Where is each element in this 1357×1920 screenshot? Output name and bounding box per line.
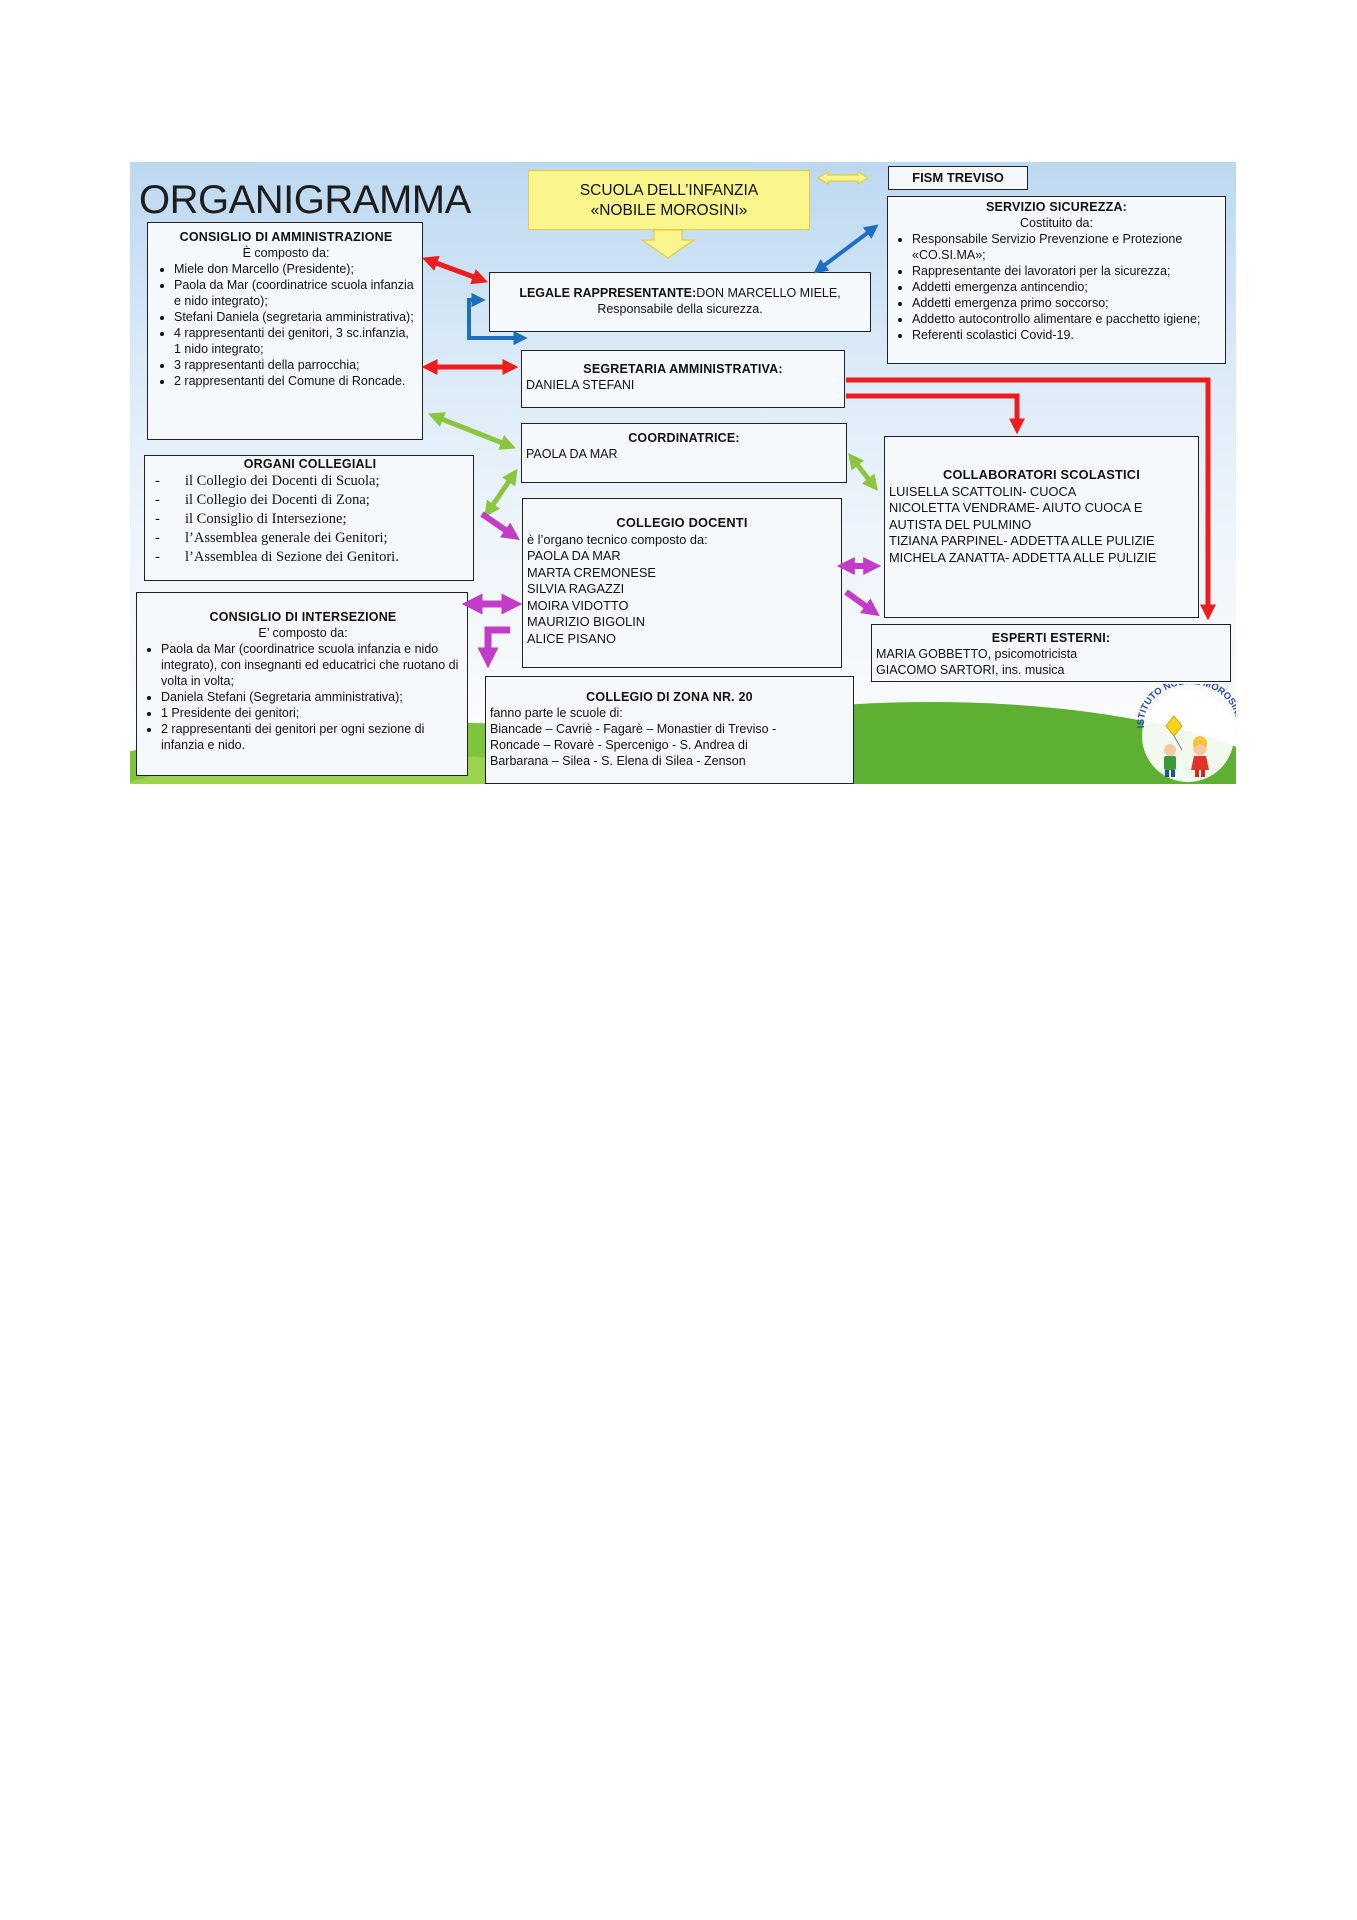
collaboratori-line: LUISELLA SCATTOLIN- CUOCA [889,483,1077,499]
list-item: il Collegio dei Docenti di Zona; [155,491,469,510]
list-item: il Collegio dei Docenti di Scuola; [155,472,469,491]
servizio-sicurezza-box: SERVIZIO SICUREZZA: Costituito da: Respo… [887,196,1226,364]
connector-arrows [421,170,1217,669]
esperti-title: ESPERTI ESTERNI: [991,631,1111,645]
list-item: il Consiglio di Intersezione; [155,510,469,529]
arrow-cda-legale [421,255,489,285]
collegio-zona-box: COLLEGIO DI ZONA NR. 20 fanno parte le s… [485,676,854,784]
legale-label: LEGALE RAPPRESENTANTE: [519,286,697,300]
coordinatrice-name: PAOLA DA MAR [526,447,618,461]
segretaria-name: DANIELA STEFANI [526,378,635,392]
collegio-docenti-member: MAURIZIO BIGOLIN [527,614,646,629]
collegio-docenti-member: MARTA CREMONESE [527,564,656,580]
list-item: Paola da Mar (coordinatrice scuola infan… [174,277,416,309]
collaboratori-line: MICHELA ZANATTA- ADDETTA ALLE PULIZIE [889,549,1157,565]
arrow-legale-sicurezza [813,224,879,274]
list-item: Daniela Stefani (Segretaria amministrati… [161,689,463,705]
collegio-docenti-member: ALICE PISANO [527,630,616,646]
organi-collegiali-title: ORGANI COLLEGIALI [243,457,377,471]
collaboratori-scolastici-box: COLLABORATORI SCOLASTICI LUISELLA SCATTO… [884,436,1199,618]
organigram-canvas: ORGANIGRAMMA SCUOLA DELL’INFANZIA «NOBIL… [130,162,1236,784]
collaboratori-line: AUTISTA DEL PULMINO [889,516,1032,532]
arrow-organi-coordinatrice [484,468,518,518]
consiglio-intersezione-box: CONSIGLIO DI INTERSEZIONE E’ composto da… [136,592,468,776]
organi-collegiali-box: ORGANI COLLEGIALI il Collegio dei Docent… [144,455,474,581]
list-item: Responsabile Servizio Prevenzione e Prot… [912,231,1219,263]
page-title: ORGANIGRAMMA [139,178,471,222]
segretaria-amministrativa-box: SEGRETARIA AMMINISTRATIVA: DANIELA STEFA… [521,350,845,408]
list-item: l’Assemblea generale dei Genitori; [155,529,469,548]
list-item: 4 rappresentanti dei genitori, 3 sc.infa… [174,325,416,357]
consiglio-amministrazione-subtitle: È composto da: [242,246,330,260]
collegio-docenti-member: PAOLA DA MAR [527,548,621,563]
list-item: Addetto autocontrollo alimentare e pacch… [912,311,1219,327]
school-line-1: SCUOLA DELL’INFANZIA [579,182,759,199]
collegio-docenti-member: SILVIA RAGAZZI [527,581,625,596]
servizio-sicurezza-title: SERVIZIO SICUREZZA: [985,200,1128,214]
legale-name: DON MARCELLO MIELE, [696,286,841,300]
legale-line-2: Responsabile della sicurezza. [597,302,763,316]
list-item: 2 rappresentanti del Comune di Roncade. [174,373,416,389]
arrow-cda-coordinatrice [428,412,516,450]
intersezione-title: CONSIGLIO DI INTERSEZIONE [209,610,397,624]
arrow-organi-collegio [480,511,520,541]
consiglio-amministrazione-box: CONSIGLIO DI AMMINISTRAZIONE È composto … [147,222,423,440]
collegio-docenti-box: COLLEGIO DOCENTI è l’organo tecnico comp… [522,498,842,668]
list-item: Miele don Marcello (Presidente); [174,261,416,277]
zona-subtitle: fanno parte le scuole di: [490,706,623,720]
arrow-legale-self [467,292,528,346]
arrow-coordinatrice-collaboratori [848,452,878,492]
intersezione-subtitle: E’ composto da: [258,626,348,640]
collegio-docenti-title: COLLEGIO DOCENTI [616,515,748,530]
legale-line-1: LEGALE RAPPRESENTANTE:DON MARCELLO MIELE… [494,285,866,301]
arrow-collegio-zona [477,626,510,669]
list-item: Addetti emergenza antincendio; [912,279,1219,295]
list-item: Addetti emergenza primo soccorso; [912,295,1219,311]
zona-line: Barbarana – Silea - S. Elena di Silea - … [490,754,746,768]
school-line-2: «NOBILE MOROSINI» [590,202,748,219]
segretaria-title: SEGRETARIA AMMINISTRATIVA: [583,362,783,376]
collaboratori-title: COLLABORATORI SCOLASTICI [943,467,1140,482]
coordinatrice-title: COORDINATRICE: [628,431,740,445]
list-item: 2 rappresentanti dei genitori per ogni s… [161,721,463,753]
legale-rappresentante-box: LEGALE RAPPRESENTANTE:DON MARCELLO MIELE… [489,272,871,332]
list-item: Rappresentante dei lavoratori per la sic… [912,263,1219,279]
collaboratori-line: TIZIANA PARPINEL- ADDETTA ALLE PULIZIE [889,533,1155,548]
istituto-logo: ISTITUTO NOBILE MOROSINI [1136,684,1236,782]
list-item: Paola da Mar (coordinatrice scuola infan… [161,641,463,689]
zona-title: COLLEGIO DI ZONA NR. 20 [586,690,753,704]
list-item: l’Assemblea di Sezione dei Genitori. [155,548,469,567]
zona-line: Roncade – Rovarè - Spercenigo - S. Andre… [490,738,748,752]
esperti-line: GIACOMO SARTORI, ins. musica [876,663,1065,677]
esperti-line: MARIA GOBBETTO, psicomotricista [876,647,1078,661]
esperti-esterni-box: ESPERTI ESTERNI: MARIA GOBBETTO, psicomo… [871,624,1231,682]
list-item: 1 Presidente dei genitori; [161,705,463,721]
collaboratori-line: NICOLETTA VENDRAME- AIUTO CUOCA E [889,500,1143,515]
list-item: 3 rappresentanti della parrocchia; [174,357,416,373]
school-name-box: SCUOLA DELL’INFANZIA «NOBILE MOROSINI» [528,170,810,230]
list-item: Referenti scolastici Covid-19. [912,327,1219,343]
arrow-segretaria-esperti [846,377,1217,621]
fism-treviso-box: FISM TREVISO [888,166,1028,190]
coordinatrice-box: COORDINATRICE: PAOLA DA MAR [521,423,847,483]
consiglio-amministrazione-title: CONSIGLIO DI AMMINISTRAZIONE [179,230,393,244]
servizio-sicurezza-subtitle: Costituito da: [1020,216,1093,230]
collegio-docenti-member: MOIRA VIDOTTO [527,597,629,613]
arrow-segretaria-collaboratori [846,393,1026,435]
school-down-arrow-icon [640,230,696,259]
list-item: Stefani Daniela (segretaria amministrati… [174,309,416,325]
collegio-docenti-subtitle: è l’organo tecnico composto da: [527,531,708,547]
zona-line: Biancade – Cavriè - Fagarè – Monastier d… [490,722,777,736]
arrow-collegio-esperti [844,589,880,617]
fism-link-arrow-icon [816,170,870,186]
